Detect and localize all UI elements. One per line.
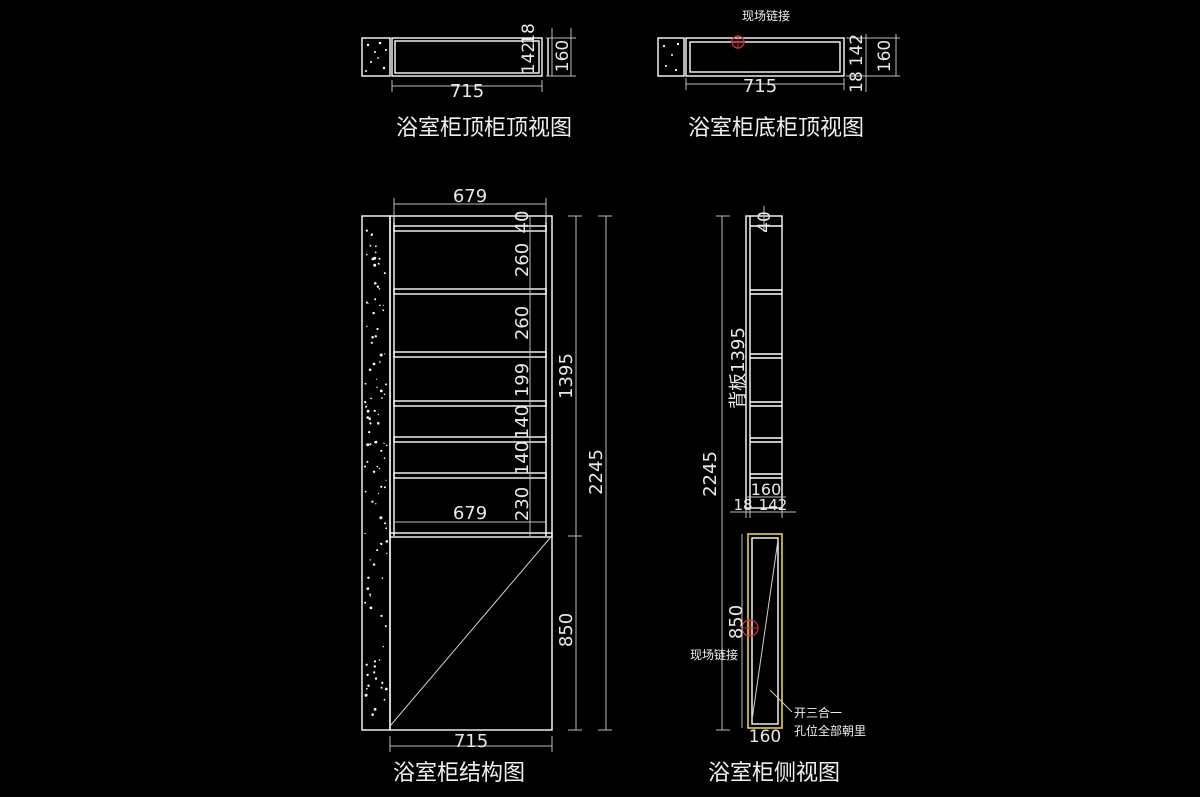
shelf — [393, 400, 547, 407]
shelf-gap-dim: 260 — [512, 306, 533, 340]
view-title: 浴室柜结构图 — [393, 761, 525, 786]
dim-inner-mid: 679 — [453, 503, 487, 524]
cabinet-inner — [394, 40, 540, 74]
note-site-link: 现场链接 — [690, 647, 738, 662]
dim-total: 160 — [553, 40, 573, 72]
view-title: 浴室柜顶柜顶视图 — [396, 116, 572, 141]
dim-depth-b: 18 — [847, 71, 867, 93]
cabinet-outline — [685, 37, 845, 77]
cabinet-inner — [689, 41, 841, 73]
dim-lower: 850 — [556, 613, 577, 647]
note-holes-line1: 开三合一 — [794, 705, 842, 720]
dim-depth: 160 — [751, 480, 782, 499]
cabinet-frame — [389, 215, 553, 731]
shelf-gap-dims: 40 260 260 199 140 140 230 — [512, 211, 533, 522]
shelf-gap-dim: 140 — [512, 405, 533, 439]
view-title: 浴室柜侧视图 — [708, 761, 840, 786]
shelf-gap-dim: 40 — [512, 211, 533, 234]
dim-split-b: 142 — [759, 496, 788, 514]
dim-depth-a: 142 — [519, 42, 539, 74]
dim-bottom-depth: 160 — [749, 727, 781, 747]
shelf — [393, 472, 547, 479]
shelf-gap-dim: 199 — [512, 363, 533, 397]
lower-cabinet-side — [747, 533, 783, 729]
dim-inner-top: 679 — [453, 186, 487, 207]
dim-upper: 1395 — [556, 353, 577, 399]
dim-split-a: 18 — [733, 496, 752, 514]
dim-total: 2245 — [586, 449, 607, 495]
note-site-link: 现场链接 — [742, 8, 790, 23]
counter-divider — [389, 532, 553, 538]
shelf — [393, 225, 547, 232]
shelf — [393, 351, 547, 358]
dim-lower: 850 — [726, 605, 747, 639]
shelf-gap-dim: 260 — [512, 243, 533, 277]
door-swing-diagonal — [389, 537, 551, 727]
dim-depth-a: 142 — [847, 34, 867, 66]
stone-wall-section — [657, 37, 685, 77]
shelf — [393, 288, 547, 295]
stone-texture — [365, 41, 387, 72]
view-title: 浴室柜底柜顶视图 — [688, 116, 864, 141]
shelf — [393, 436, 547, 443]
dim-depth-b: 18 — [519, 23, 539, 45]
structure-view: 679 679 715 40 260 260 199 140 140 230 1… — [361, 186, 612, 786]
side-shelves — [750, 225, 782, 479]
shelves — [393, 225, 547, 479]
bottom-cabinet-top-view: 现场链接 715 142 18 160 浴室柜底柜顶视图 — [657, 8, 900, 141]
dim-back-panel: 背板1395 — [728, 327, 749, 409]
side-view: 40 背板1395 2245 160 18 142 850 160 现场链接 开… — [690, 206, 866, 786]
dim-total: 2245 — [700, 451, 721, 497]
lower-cabinet-inner — [751, 537, 779, 725]
upper-cabinet-side — [745, 215, 783, 509]
stone-wall-section — [361, 215, 391, 731]
dim-width: 715 — [743, 76, 777, 97]
dim-width-bottom: 715 — [454, 731, 488, 752]
door-swing-diagonal — [751, 539, 779, 721]
stone-wall-section — [361, 37, 391, 77]
top-cabinet-top-view: 715 18 142 160 浴室柜顶柜顶视图 — [361, 23, 576, 141]
dim-width: 715 — [450, 81, 484, 102]
cabinet-outline — [391, 37, 543, 77]
stone-texture — [662, 42, 680, 72]
note-holes-line2: 孔位全部朝里 — [794, 723, 866, 738]
shelf-gap-dim: 230 — [512, 487, 533, 521]
stone-texture — [364, 229, 389, 716]
dim-total: 160 — [875, 40, 895, 72]
shelf-gap-dim: 140 — [512, 441, 533, 475]
dim-top: 40 — [755, 211, 775, 233]
